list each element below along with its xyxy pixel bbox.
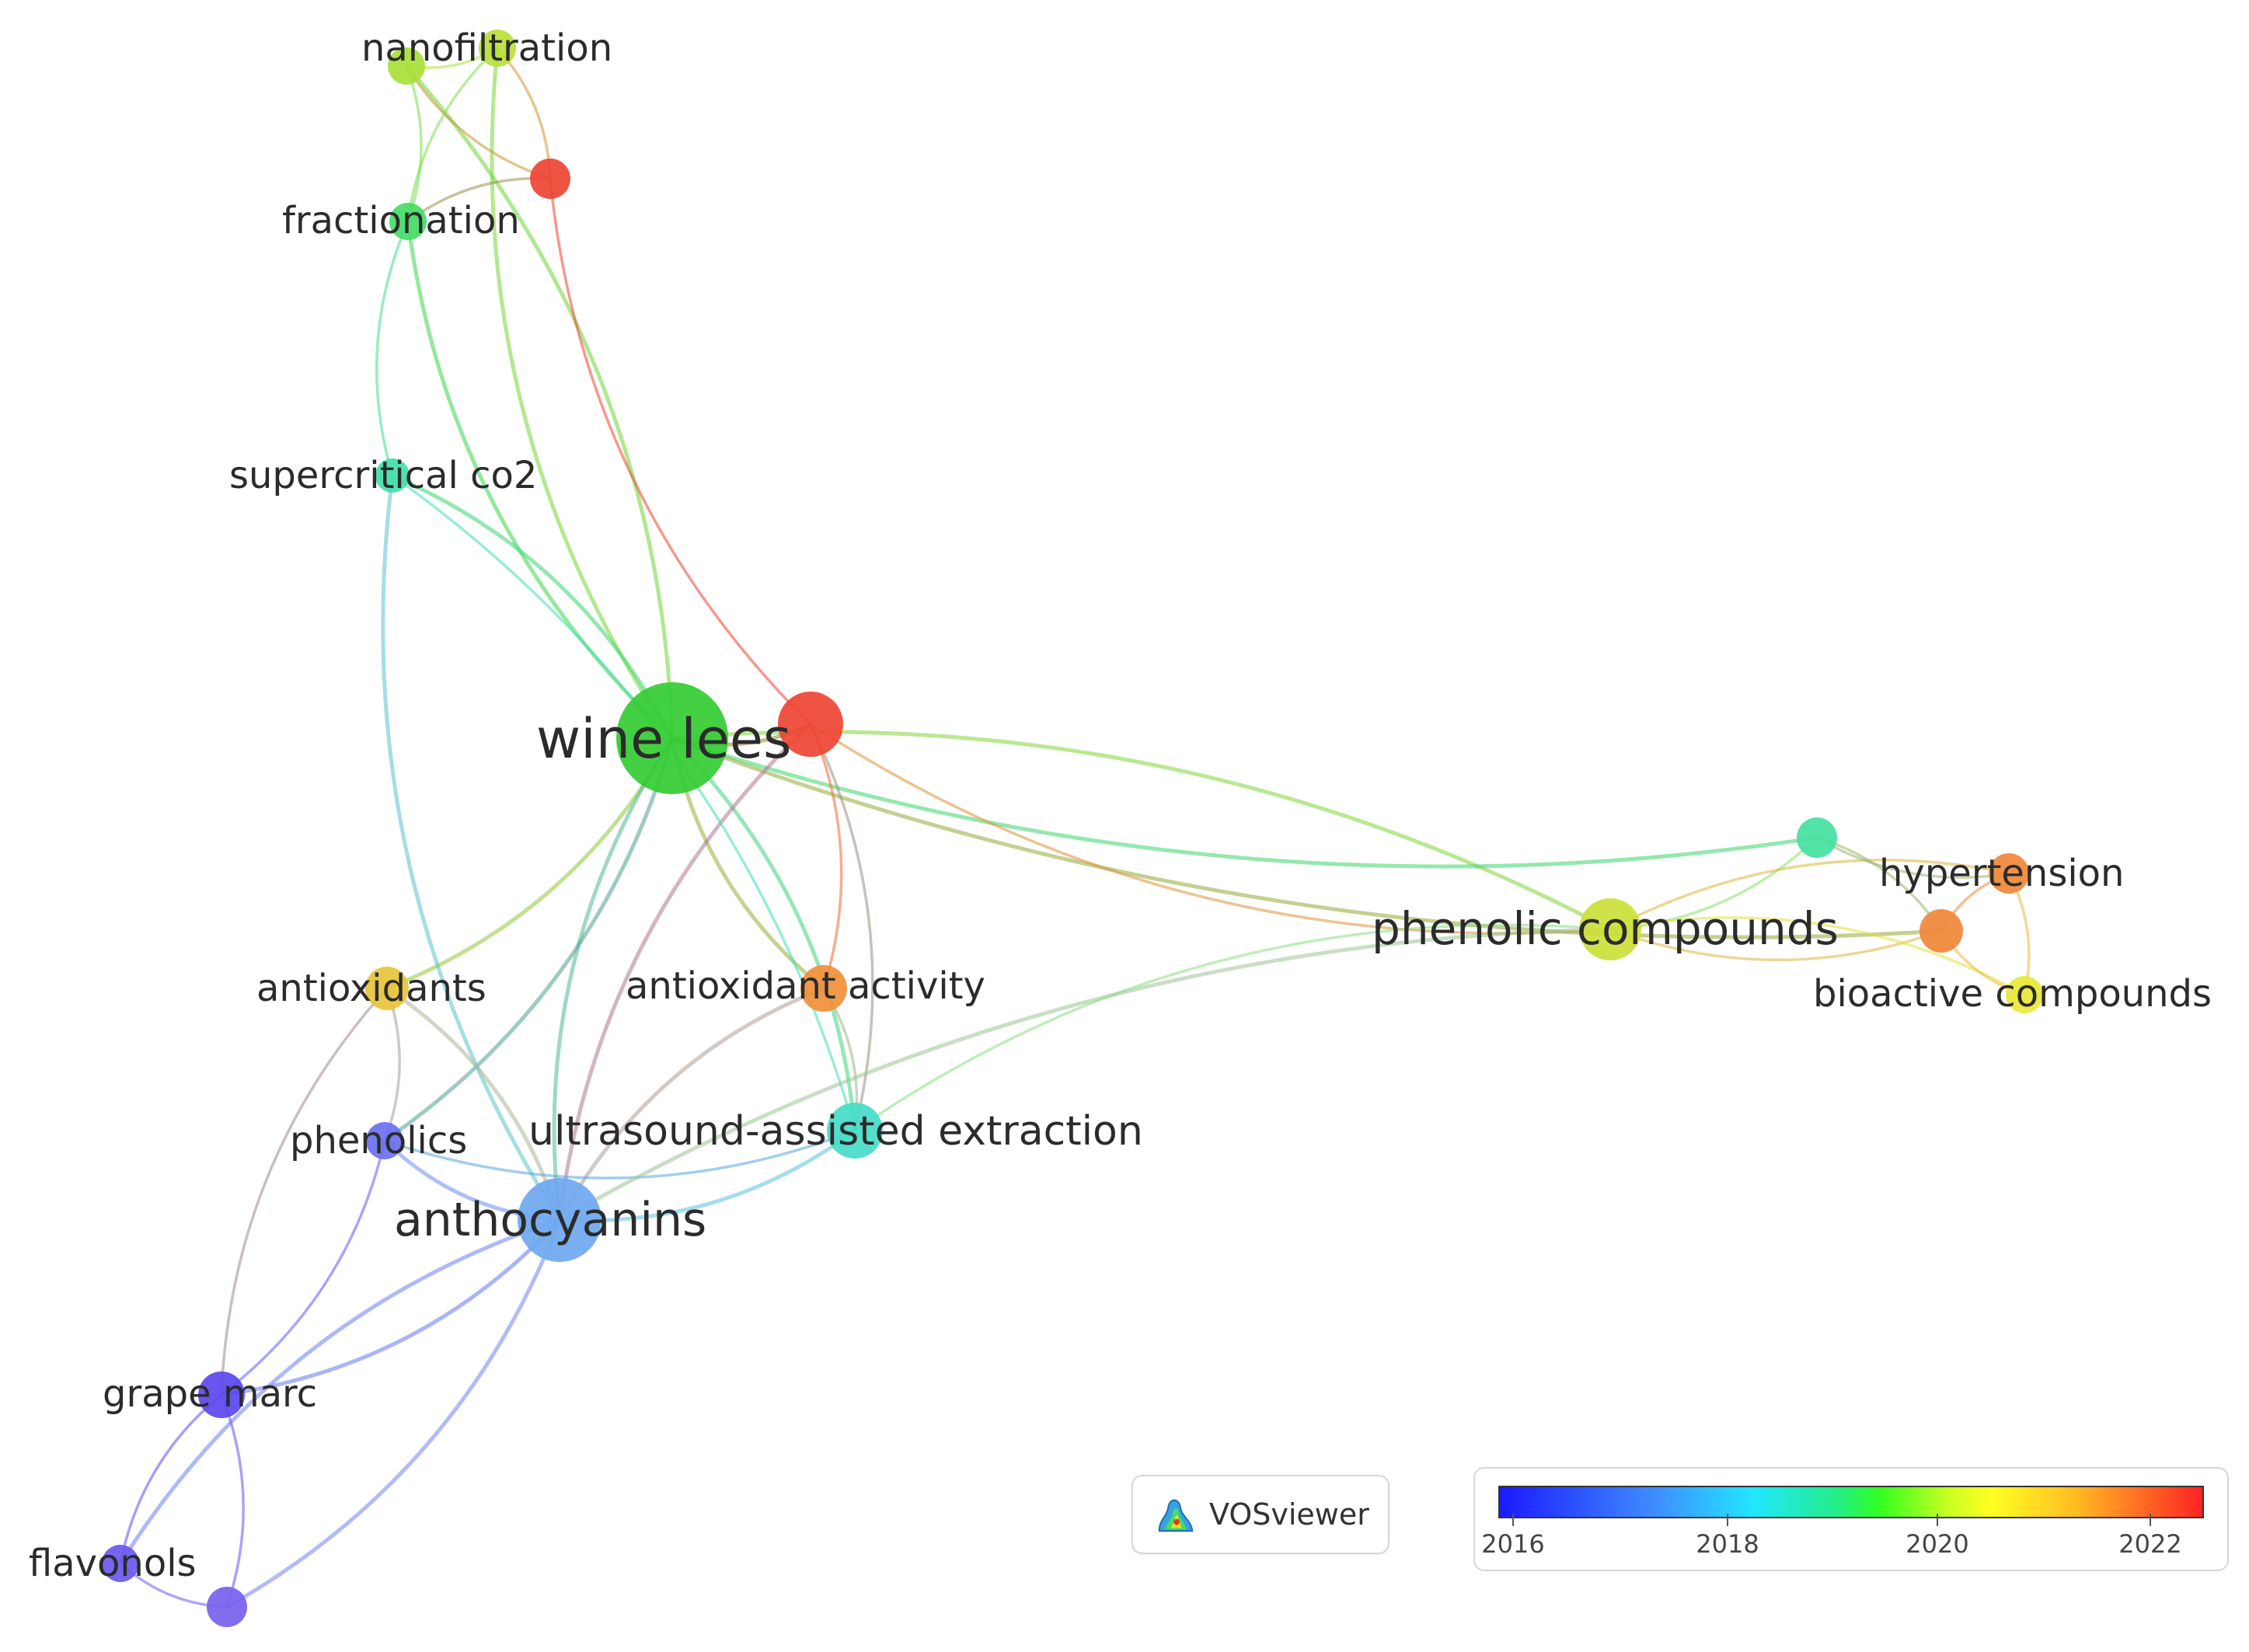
node-red-hub[interactable] [778, 692, 843, 757]
node-phenolics[interactable] [366, 1122, 403, 1159]
node-grape-marc[interactable] [198, 1371, 245, 1418]
node-nano-left[interactable] [388, 47, 425, 85]
network-edge [220, 1140, 386, 1396]
vosviewer-badge: VOSviewer [1131, 1475, 1389, 1554]
vosviewer-logo-icon [1158, 1499, 1194, 1532]
label-antioxidant-activity: antioxidant activity [626, 964, 985, 1008]
legend-tick [2150, 1514, 2151, 1526]
label-grape-marc: grape marc [103, 1372, 317, 1416]
network-edge [1609, 916, 2025, 996]
legend-gradient-bar [1498, 1486, 2204, 1518]
node-flavonols[interactable] [102, 1545, 139, 1582]
label-hypertension: hypertension [1879, 852, 2124, 895]
node-phenolic-compounds[interactable] [1579, 898, 1641, 960]
node-nanofiltration[interactable] [479, 30, 516, 67]
legend-tick-label: 2020 [1906, 1529, 1969, 1559]
network-edge [405, 65, 423, 222]
network-edge [225, 1219, 562, 1609]
network-edge [221, 1218, 561, 1397]
network-edge [220, 1394, 245, 1608]
edge-layer [118, 47, 2031, 1609]
label-anthocyanins: anthocyanins [394, 1193, 706, 1247]
label-ultrasound-assisted-extraction: ultrasound-assisted extraction [528, 1108, 1143, 1155]
network-edge [1609, 928, 1942, 962]
label-supercritical-co2: supercritical co2 [229, 454, 537, 497]
network-edge [559, 1128, 856, 1223]
node-bioactive-compounds[interactable] [2006, 976, 2043, 1013]
node-purple-bottom[interactable] [207, 1587, 247, 1627]
network-edge [119, 1393, 223, 1564]
label-phenolics: phenolics [290, 1119, 467, 1162]
network-edge [383, 988, 401, 1141]
network-edge [549, 178, 812, 726]
network-edge [118, 1218, 560, 1565]
network-edge [809, 723, 874, 1131]
network-edge [383, 737, 675, 1143]
label-flavonols: flavonols [29, 1542, 197, 1585]
node-antioxidant-activity[interactable] [800, 965, 847, 1012]
label-nanofiltration: nanofiltration [361, 26, 612, 70]
node-red-top[interactable] [530, 159, 570, 199]
node-layer [102, 30, 2043, 1627]
node-hypertension[interactable] [1989, 853, 2029, 894]
label-fractionation: fractionation [282, 199, 520, 242]
network-edge [671, 736, 1818, 869]
legend-tick [1512, 1514, 1514, 1526]
network-edge [406, 47, 499, 222]
network-edge [671, 736, 1942, 939]
network-edge [854, 923, 1611, 1132]
node-wine-lees[interactable] [616, 682, 728, 794]
network-edge [386, 737, 675, 991]
node-supercritical-co2[interactable] [375, 458, 410, 493]
network-edge [381, 475, 562, 1222]
label-wine-lees: wine lees [536, 707, 791, 771]
network-edge [490, 47, 675, 740]
node-orange-right[interactable] [1919, 909, 1963, 953]
network-edge [809, 723, 843, 989]
network-edge [385, 986, 562, 1221]
node-anthocyanins[interactable] [518, 1178, 601, 1262]
year-color-legend: 2016 2018 2020 2022 [1473, 1467, 2229, 1571]
legend-tick [1937, 1514, 1938, 1526]
network-edge [1609, 859, 2010, 931]
node-teal-right[interactable] [1797, 817, 1837, 858]
network-edge [405, 64, 675, 739]
network-edge [405, 65, 551, 180]
network-edge [384, 1129, 856, 1180]
legend-tick-label: 2018 [1696, 1529, 1759, 1559]
network-edge [671, 730, 1612, 932]
legend-tick [1727, 1514, 1728, 1526]
legend-tick-label: 2022 [2118, 1529, 2182, 1559]
node-antioxidants[interactable] [365, 967, 409, 1010]
network-edge [1816, 836, 2010, 879]
network-edge [557, 723, 812, 1221]
network-edge [375, 221, 410, 476]
legend-tick-label: 2016 [1481, 1529, 1545, 1559]
network-edge [557, 986, 825, 1222]
network-edge [552, 737, 675, 1221]
label-bioactive-compounds: bioactive compounds [1813, 972, 2212, 1016]
network-edge [671, 737, 857, 1131]
network-edge [810, 723, 1611, 935]
vosviewer-name: VOSviewer [1209, 1497, 1369, 1532]
network-edge [220, 987, 389, 1396]
label-phenolic-compounds: phenolic compounds [1372, 902, 1839, 955]
node-fractionation[interactable] [389, 203, 427, 240]
node-ultrasound-assisted-extraction[interactable] [827, 1103, 883, 1159]
network-edge [558, 927, 1611, 1222]
label-antioxidants: antioxidants [256, 967, 486, 1010]
label-layer: wine lees nanofiltration fractionation supe… [29, 26, 2212, 1585]
